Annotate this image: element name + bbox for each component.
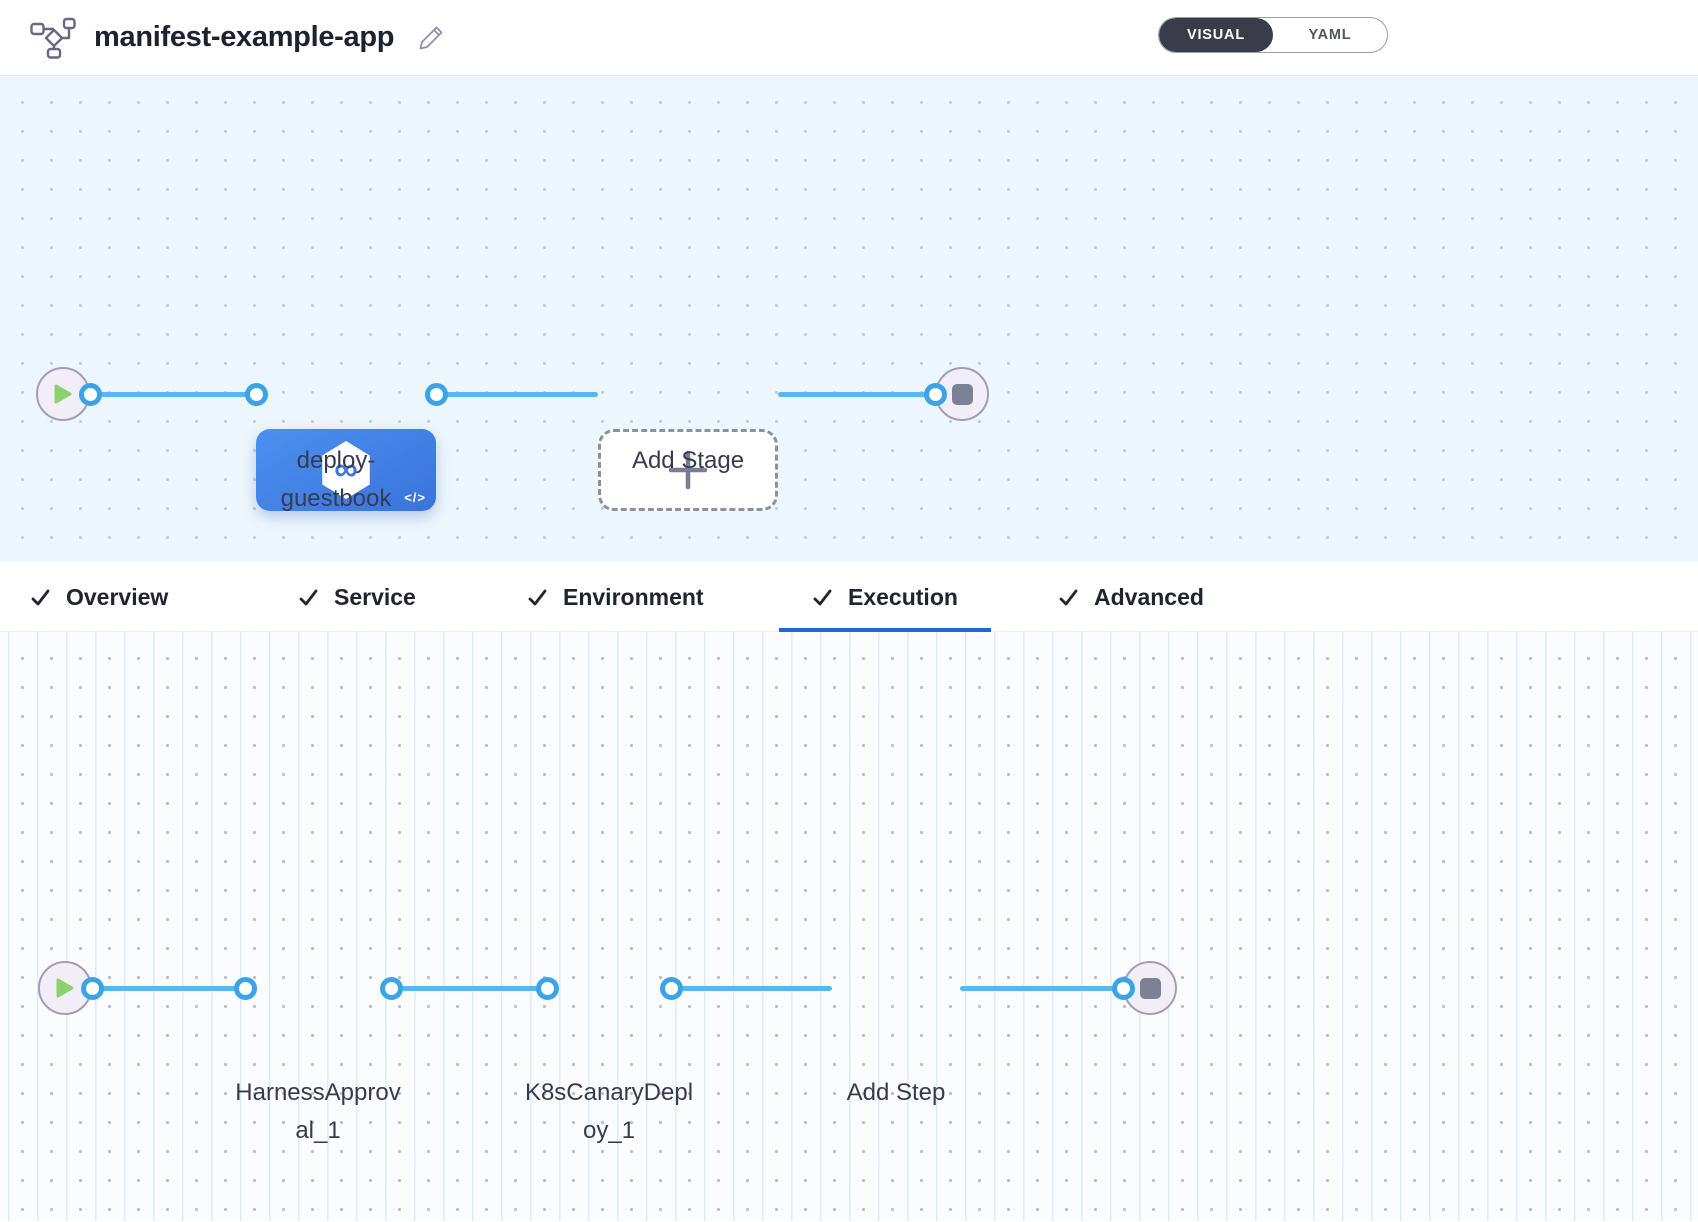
tab-environment[interactable]: Environment — [527, 562, 704, 632]
edit-pencil-icon[interactable] — [416, 23, 446, 53]
visual-toggle-button[interactable]: VISUAL — [1159, 18, 1273, 52]
port-stage-out — [424, 382, 448, 406]
check-icon — [528, 589, 547, 605]
canary-step-label: K8sCanaryDepl oy_1 — [524, 1079, 694, 1144]
check-icon — [1059, 589, 1078, 605]
tab-advanced[interactable]: Advanced — [1058, 562, 1204, 632]
edge-canary-to-addstep — [671, 985, 832, 991]
edge-stage-to-addstage — [436, 391, 598, 397]
pipeline-header: manifest-example-app VISUAL YAML — [0, 0, 1698, 76]
play-icon — [54, 384, 72, 404]
stop-icon — [951, 383, 973, 405]
edge-addstage-to-end — [778, 391, 935, 397]
port-canary-out — [659, 976, 683, 1000]
add-stage-label[interactable]: Add Stage — [631, 447, 745, 474]
port-start-out — [78, 382, 102, 406]
stage-tabbar: Overview Service Environment Execution A… — [0, 562, 1698, 632]
stop-icon — [1139, 977, 1161, 999]
check-icon — [813, 589, 832, 605]
port-approval-in — [233, 976, 257, 1000]
check-icon — [299, 589, 318, 605]
execution-graph-canvas[interactable]: </> HarnessApprov al_1 K8sCanaryDepl oy_… — [0, 632, 1698, 1221]
port-end-in — [923, 382, 947, 406]
tab-service[interactable]: Service — [298, 562, 416, 632]
stage-name-label: deploy- guestbook — [280, 447, 392, 512]
edge-start-to-stage — [90, 391, 256, 397]
port-start-out — [80, 976, 104, 1000]
yaml-toggle-button[interactable]: YAML — [1273, 18, 1387, 52]
port-end-in — [1111, 976, 1135, 1000]
port-canary-in — [535, 976, 559, 1000]
code-badge-icon: </> — [404, 490, 426, 505]
view-mode-toggle: VISUAL YAML — [1158, 17, 1388, 53]
edge-addstep-to-end — [960, 985, 1123, 991]
add-stage-button[interactable] — [598, 429, 778, 511]
edge-start-to-approval — [92, 985, 245, 991]
approval-step-label: HarnessApprov al_1 — [235, 1079, 401, 1144]
pipeline-title: manifest-example-app — [94, 21, 395, 53]
plus-icon — [668, 450, 708, 490]
stage-node-deploy-guestbook[interactable]: ∞ </> — [256, 429, 436, 511]
check-icon — [31, 589, 50, 605]
stage-graph-canvas[interactable]: ∞ </> deploy- guestbook Add Stage — [0, 76, 1698, 562]
play-icon — [56, 978, 74, 998]
port-approval-out — [379, 976, 403, 1000]
edge-approval-to-canary — [391, 985, 547, 991]
tab-execution[interactable]: Execution — [779, 562, 991, 632]
tab-overview[interactable]: Overview — [30, 562, 168, 632]
add-step-label[interactable]: Add Step — [846, 1079, 946, 1106]
pipeline-icon — [30, 17, 76, 59]
port-stage-in — [244, 382, 268, 406]
